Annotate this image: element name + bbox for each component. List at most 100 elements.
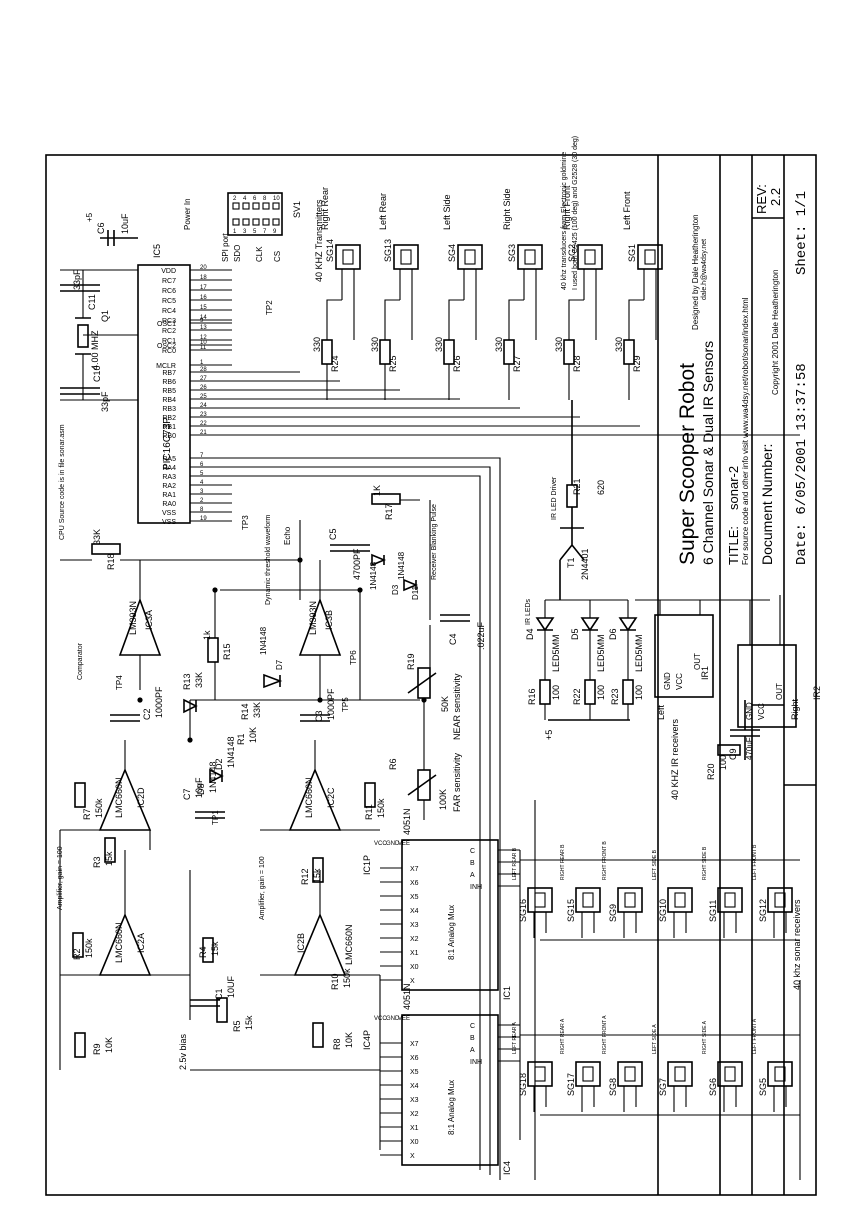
- mcu-pin-number: 19: [200, 516, 207, 522]
- amp-part-value: 150k: [342, 968, 352, 988]
- receiver-label: LEFT REAR B: [512, 847, 518, 880]
- amp-part-value: 10uF: [194, 777, 204, 798]
- mux-power-pin: VEE: [398, 841, 410, 847]
- ir1-ref: IR1: [700, 666, 710, 680]
- amp-part-ref: R12: [300, 868, 310, 885]
- amp-cap: [300, 714, 330, 722]
- tp6-label: TP6: [349, 650, 358, 665]
- led-resistor-value: 100: [596, 685, 606, 700]
- d11-ref: D11: [411, 585, 420, 600]
- mux-pin-name: X: [410, 978, 415, 985]
- receiver-label: RIGHT REAR B: [560, 844, 566, 880]
- mcu-pin-name: RA0: [162, 501, 176, 508]
- transmitter-resistor-ref: R27: [512, 355, 522, 372]
- led-resistor-ref: R23: [610, 688, 620, 705]
- mcu-pin-name: RB7: [162, 370, 176, 377]
- title-block: Super Scooper Robot 6 Channel Sonar & Du…: [657, 155, 816, 1195]
- receiver-wire: [623, 912, 637, 938]
- mcu-pin-number: 25: [200, 394, 207, 400]
- ir1-out: OUT: [693, 653, 702, 670]
- receiver-wire: [723, 1086, 737, 1112]
- receiver-crystal: [624, 1066, 636, 1082]
- r15-ref: R15: [222, 643, 232, 660]
- mux-pin-name: X0: [410, 1139, 419, 1146]
- amp-resistor: [74, 1032, 86, 1058]
- receiver-label: LEFT FRONT A: [752, 1018, 758, 1054]
- transmitter-resistor-value: 330: [554, 337, 564, 352]
- r6-ref: R6: [388, 758, 398, 770]
- transmitter-ref: SG14: [325, 239, 335, 262]
- transmitter-resistor-value: 330: [370, 337, 380, 352]
- receiver-wire: [581, 912, 595, 938]
- ir-receivers: GND VCC OUT GND VCC OUT IR1 IR2 Left Rig…: [635, 595, 822, 800]
- amp-part-value: 15k: [210, 941, 220, 956]
- header-pin: [232, 218, 240, 226]
- mux-pin-name: X1: [410, 950, 419, 957]
- receivers-heading: 40 khz sonar receivers: [792, 899, 802, 990]
- mcu-pin-name: RC4: [162, 308, 176, 315]
- mux-power-pin: VCC: [374, 841, 387, 847]
- mcu-part: PIC16C73P: [162, 417, 173, 470]
- amp-part-value: 10K: [344, 1032, 354, 1048]
- ir2-ref: IR2: [812, 686, 822, 700]
- title-label: TITLE:: [726, 526, 741, 565]
- mcu-pin-name: RC1: [162, 338, 176, 345]
- ic1-body: [401, 839, 499, 991]
- mcu-pin-number: 27: [200, 376, 207, 382]
- led-resistor-value: 100: [551, 685, 561, 700]
- amp-part-ref: R7: [82, 808, 92, 820]
- multiplexers: 8:1 Analog Mux 8:1 Analog Mux IC1 IC4 40…: [362, 808, 520, 1175]
- ic3b-ref: IC3B: [324, 610, 334, 630]
- doc-number-label: Document Number:: [759, 444, 775, 565]
- mux-power-pin: GND: [386, 841, 400, 847]
- bus-wire: [232, 466, 491, 1175]
- c4-ref: C4: [448, 633, 458, 645]
- mux-pin-name: INH: [470, 1059, 482, 1066]
- receiver-wire: [623, 1086, 637, 1112]
- rev-value: 2.2: [768, 188, 783, 206]
- ic2d-ref: IC2D: [136, 787, 146, 808]
- bias-label: 2.5v bias: [178, 1033, 188, 1070]
- sheet-number: Sheet: 1/1: [794, 191, 810, 275]
- sheet-border: [45, 154, 817, 1196]
- amp-part-value: 1000PF: [154, 686, 164, 718]
- mux-power-pin: GND: [386, 1016, 400, 1022]
- receiver-crystal: [674, 1066, 686, 1082]
- receiver-body: [575, 887, 601, 913]
- transmitter-label: Left Side: [442, 194, 452, 230]
- amp-part-ref: C3: [314, 710, 324, 722]
- amp-cap: [110, 714, 140, 722]
- transmitter-body: [517, 244, 543, 270]
- r18-value: 33K: [92, 529, 102, 545]
- mcu-pin-name: RC7: [162, 278, 176, 285]
- sv1-ref: SV1: [292, 201, 302, 218]
- transmitter-ref: SG4: [447, 244, 457, 262]
- spi-cs: CS: [273, 251, 282, 262]
- mux-pin-name: X6: [410, 880, 419, 887]
- r6-value: 100K: [438, 789, 448, 810]
- info-url: For source code and other info visit www…: [741, 297, 750, 565]
- mux-pin-name: X7: [410, 866, 419, 873]
- r18-ref: R18: [106, 553, 116, 570]
- amp-part-ref: R13: [182, 673, 192, 690]
- junction-dot: [212, 587, 218, 593]
- transmitter-resistor-ref: R28: [572, 355, 582, 372]
- mcu-pin-number: 26: [200, 385, 207, 391]
- led-resistor: [539, 679, 551, 705]
- ir-leds-label: IR LEDs: [525, 598, 532, 625]
- ic2b-part: LMC660N: [344, 924, 354, 965]
- led-resistor: [584, 679, 596, 705]
- ic3b-triangle: [298, 597, 342, 656]
- mcu-pin-number: 20: [200, 265, 207, 271]
- ir-driver: IR LED Driver R21 620 T1 2N4401 IR LEDs …: [525, 400, 644, 740]
- mcu-pin-number: 10: [200, 340, 207, 346]
- ir1-vcc: VCC: [675, 673, 684, 690]
- mcu-pin-name: RA3: [162, 474, 176, 481]
- transmitter-label: Left Rear: [378, 193, 388, 230]
- amp-part-ref: C2: [142, 708, 152, 720]
- led-part: LED5MM: [551, 634, 561, 672]
- mux-pin-name: X4: [410, 908, 419, 915]
- mcu-pin-name: RC2: [162, 328, 176, 335]
- amp-part-value: 15k: [312, 868, 322, 883]
